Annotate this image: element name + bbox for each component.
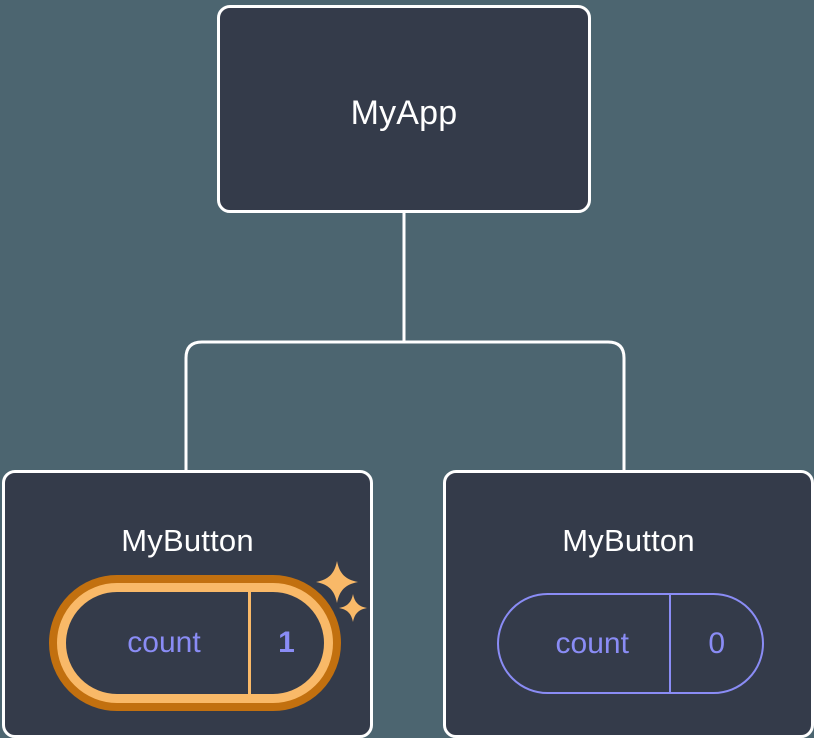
node-label-mybutton-left: MyButton: [121, 523, 254, 558]
state-pill-inner-ring: count 1: [57, 583, 333, 703]
node-label-mybutton-right: MyButton: [562, 523, 695, 558]
node-card-myapp[interactable]: MyApp: [217, 5, 591, 213]
node-label-myapp: MyApp: [350, 94, 458, 132]
state-value-right: 0: [669, 595, 762, 692]
state-pill-highlighted[interactable]: count 1: [49, 575, 341, 711]
state-key-right: count: [555, 626, 629, 660]
state-pill-plain[interactable]: count 0: [497, 593, 764, 694]
state-value-left: 1: [248, 592, 322, 694]
edge-child-bus: [184, 340, 626, 470]
node-card-mybutton-left[interactable]: MyButton count 1: [2, 470, 373, 738]
node-card-mybutton-right[interactable]: MyButton count 0: [443, 470, 814, 738]
state-key-left: count: [127, 626, 201, 659]
